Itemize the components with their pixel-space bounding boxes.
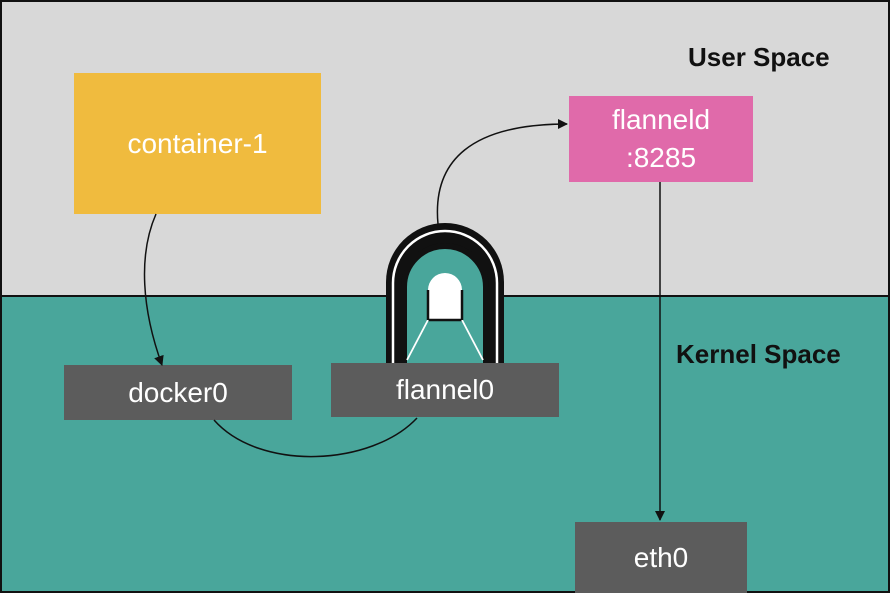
tunnel-icon [386,223,504,363]
container-1-label: container-1 [127,127,268,159]
flanneld-node: flanneld :8285 [569,96,753,182]
docker0-node: docker0 [64,365,292,420]
flannel0-node: flannel0 [331,363,559,417]
docker0-label: docker0 [128,376,228,408]
arrow-container-to-docker0 [143,213,164,366]
user-space-label: User Space [688,42,830,72]
kernel-space-label: Kernel Space [676,339,841,369]
flanneld-port-label: :8285 [625,142,697,173]
flanneld-label: flanneld [611,104,711,135]
arrow-tunnel-to-flanneld [436,119,568,225]
connector-docker0-to-flannel0 [213,417,418,458]
flannel0-label: flannel0 [395,374,495,405]
container-1-node: container-1 [74,73,321,214]
eth0-label: eth0 [633,541,689,573]
eth0-node: eth0 [575,522,747,593]
